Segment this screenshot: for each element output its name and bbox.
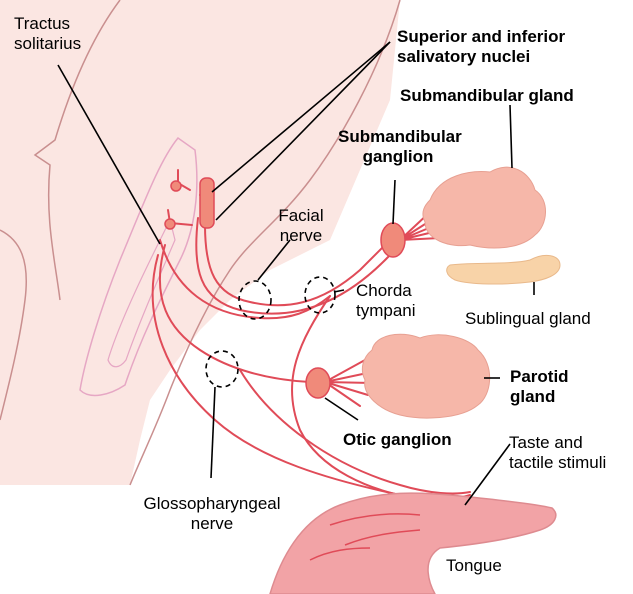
brainstem [0, 0, 400, 485]
label-sublingual-gland: Sublingual gland [465, 309, 591, 329]
label-chorda-tympani: Chorda tympani [356, 281, 416, 321]
submandibular-ganglion [381, 223, 405, 257]
label-tractus-solitarius: Tractus solitarius [14, 14, 81, 54]
label-submandibular-ganglion: Submandibular ganglion [338, 127, 458, 167]
label-otic-ganglion: Otic ganglion [343, 430, 452, 450]
label-parotid-gland: Parotid gland [510, 367, 569, 407]
submandibular-gland [423, 167, 546, 248]
sublingual-gland [447, 255, 560, 284]
otic-ganglion [306, 368, 330, 398]
label-taste-stimuli: Taste and tactile stimuli [509, 433, 606, 473]
label-salivatory-nuclei: Superior and inferior salivatory nuclei [397, 27, 565, 67]
parotid-gland [362, 334, 489, 418]
label-tongue: Tongue [446, 556, 502, 576]
label-submandibular-gland: Submandibular gland [400, 86, 574, 106]
label-facial-nerve: Facial nerve [265, 206, 337, 246]
label-glossopharyngeal-nerve: Glossopharyngeal nerve [122, 494, 302, 534]
tongue [270, 493, 556, 594]
